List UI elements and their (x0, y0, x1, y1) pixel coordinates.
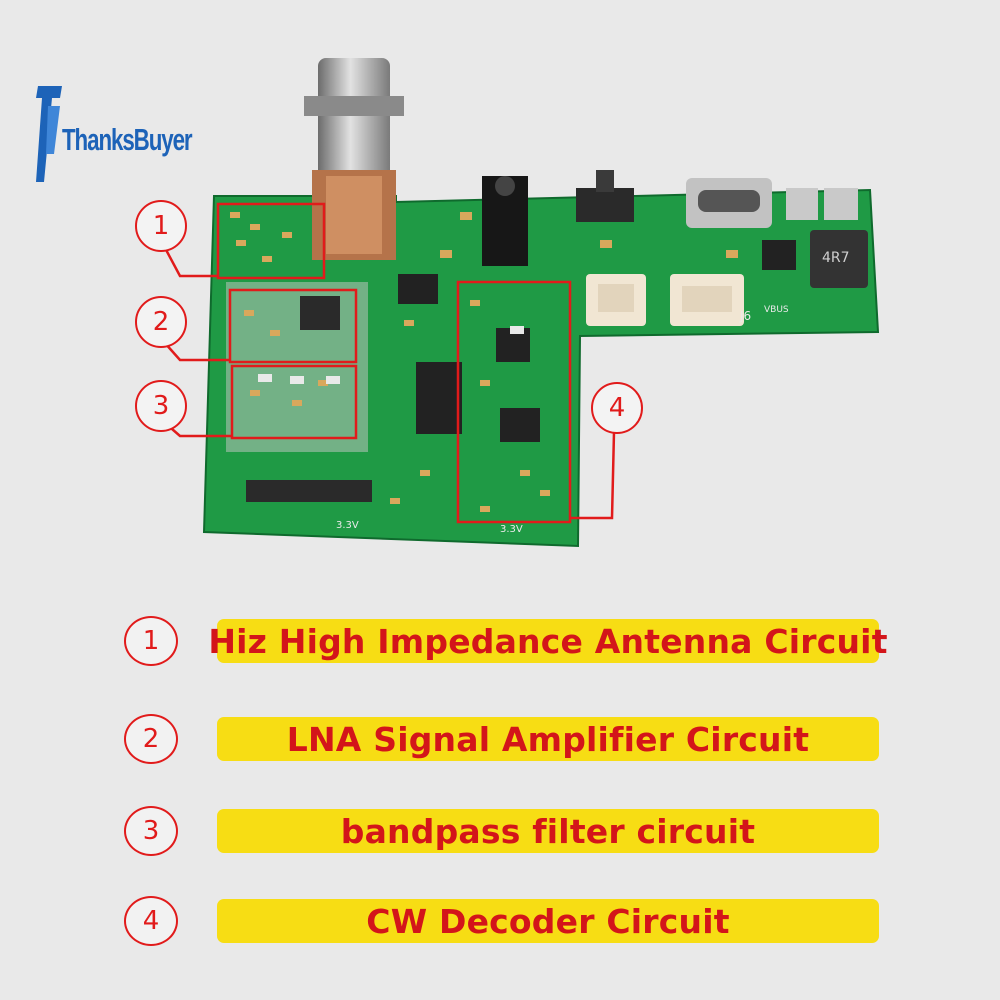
leader-line-4 (570, 431, 616, 520)
connector-label: J6 (739, 309, 751, 323)
ic-chip (398, 274, 438, 304)
callout-4: 4 (591, 382, 643, 434)
vbus-label: VBUS (764, 305, 789, 315)
legend-item-2: 2 LNA Signal Amplifier Circuit (0, 714, 1000, 764)
callout-2: 2 (135, 296, 187, 348)
legend-label: LNA Signal Amplifier Circuit (217, 717, 879, 761)
inductor-label: 4R7 (822, 250, 850, 266)
brand-logo-mark (36, 86, 62, 182)
highlight-box-3 (230, 364, 358, 440)
legend-number: 1 (124, 616, 178, 666)
legend-item-1: 1 Hiz High Impedance Antenna Circuit (0, 616, 1000, 666)
ic-chip (500, 408, 540, 442)
legend-number: 4 (124, 896, 178, 946)
pin-header (246, 480, 372, 502)
legend-label: Hiz High Impedance Antenna Circuit (208, 619, 887, 663)
highlight-box-1 (216, 202, 326, 280)
highlight-box-4 (456, 280, 572, 524)
leader-line-1 (162, 245, 218, 278)
inductor (810, 230, 868, 288)
slide-switch (576, 188, 634, 222)
legend-label: CW Decoder Circuit (217, 899, 879, 943)
highlight-box-2 (228, 288, 358, 364)
brand-name: ThanksBuyer (62, 122, 193, 157)
callout-1: 1 (135, 200, 187, 252)
bnc-connector (304, 58, 404, 260)
highlight-boxes (162, 202, 616, 524)
brand-logo: ThanksBuyer (34, 84, 194, 184)
callout-3: 3 (135, 380, 187, 432)
legend-item-3: 3 bandpass filter circuit (0, 806, 1000, 856)
legend-label: bandpass filter circuit (217, 809, 879, 853)
ic-chip (762, 240, 796, 270)
legend-number: 3 (124, 806, 178, 856)
ic-chip (416, 362, 462, 434)
legend-item-4: 4 CW Decoder Circuit (0, 896, 1000, 946)
pcb-board: 4R7 J6 VBUS (162, 58, 880, 548)
power-label-left: 3.3V (336, 520, 359, 531)
leader-line-2 (163, 341, 230, 362)
ic-chip (300, 296, 340, 330)
power-label-right: 3.3V (500, 524, 523, 535)
legend-number: 2 (124, 714, 178, 764)
